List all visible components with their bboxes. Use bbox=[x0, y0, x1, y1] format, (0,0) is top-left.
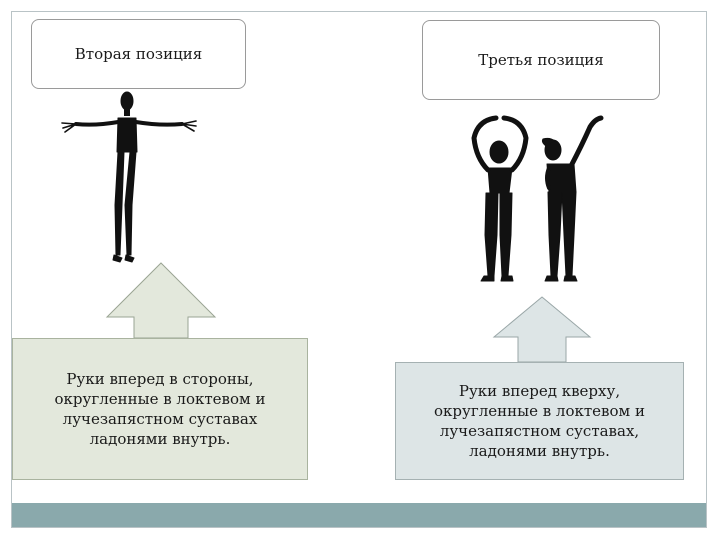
up-arrow-right-icon bbox=[492, 296, 592, 363]
description-line: Руки вперед в стороны, bbox=[66, 370, 254, 388]
description-line: ладонями внутрь. bbox=[469, 442, 610, 460]
third-position-description-box: Руки вперед кверху, округленные в локтев… bbox=[395, 362, 684, 480]
description-line: лучезапястном суставах, bbox=[439, 422, 640, 440]
description-line: округленные в локтевом и bbox=[434, 402, 645, 420]
slide-frame bbox=[11, 11, 707, 528]
description-line: ладонями внутрь. bbox=[89, 430, 231, 448]
dancer-third-position-profile-figure bbox=[541, 115, 604, 282]
description-line: округленные в локтевом и bbox=[54, 390, 266, 408]
description-line: Руки вперед кверху, bbox=[458, 382, 621, 400]
second-position-title-box: Вторая позиция bbox=[31, 19, 246, 89]
up-arrow-left-icon bbox=[105, 262, 217, 339]
third-position-description: Руки вперед кверху, округленные в локтев… bbox=[434, 381, 645, 461]
third-position-title: Третья позиция bbox=[478, 51, 604, 69]
description-line: лучезапястном суставах bbox=[62, 410, 258, 428]
second-position-title: Вторая позиция bbox=[74, 45, 203, 63]
second-position-description-box: Руки вперед в стороны, округленные в лок… bbox=[12, 338, 308, 480]
footer-bar bbox=[12, 503, 706, 527]
dancer-third-position-front-figure bbox=[471, 115, 529, 282]
second-position-description: Руки вперед в стороны, округленные в лок… bbox=[55, 369, 266, 449]
dancer-second-position-figure bbox=[61, 91, 197, 263]
third-position-title-box: Третья позиция bbox=[422, 20, 660, 100]
